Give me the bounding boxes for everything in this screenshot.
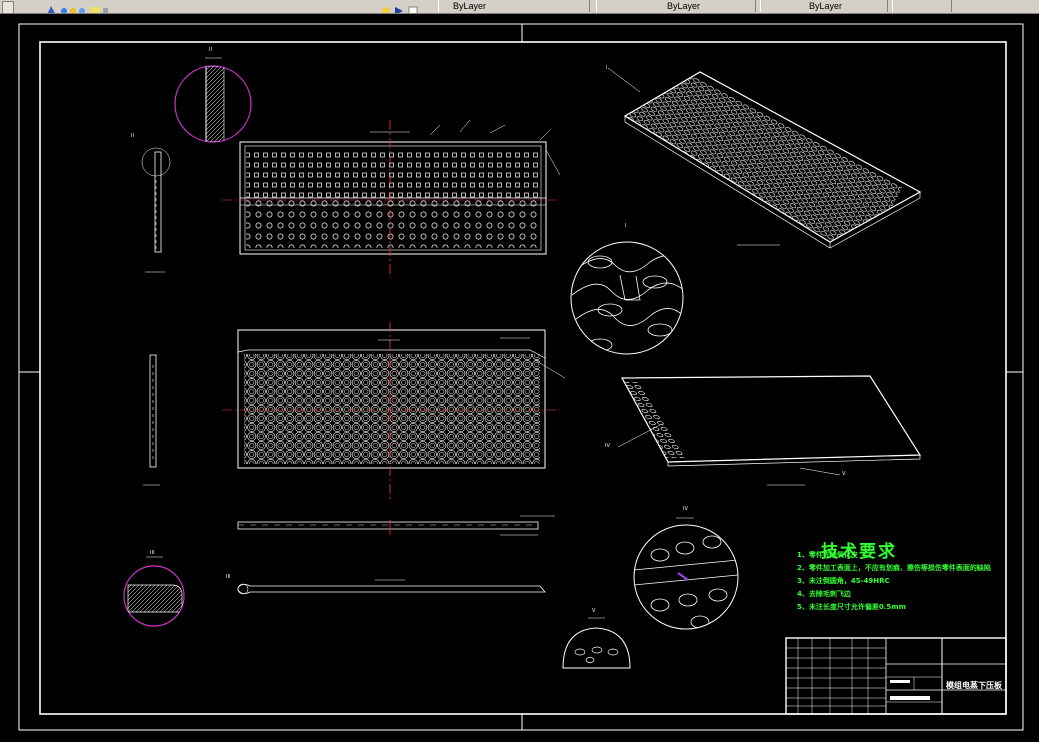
detail-II [174, 57, 252, 143]
view-label-IV-iso: IV [605, 443, 610, 449]
inner-border [39, 41, 1007, 715]
detail-V [562, 617, 631, 669]
linetype-control-dropdown[interactable]: ByLayer [596, 0, 756, 12]
side-view-strip-top [141, 147, 171, 273]
top-plan-view [222, 119, 561, 278]
view-label-I-detail: I [625, 223, 627, 229]
isometric-view-top [607, 67, 922, 249]
detail-IV [633, 517, 739, 630]
detail-I [570, 241, 684, 355]
layer-state-icon[interactable] [60, 1, 110, 13]
linetype-control-label: ByLayer [667, 1, 701, 11]
bottom-plan-view [222, 322, 566, 500]
lineweight-control-dropdown[interactable]: ByLayer [760, 0, 888, 12]
isometric-view-bottom [617, 375, 922, 486]
view-label-I: I [606, 65, 608, 71]
color-control-label: ByLayer [453, 1, 487, 11]
lineweight-control-label: ByLayer [809, 1, 843, 11]
color-control-dropdown[interactable]: ByLayer [438, 0, 590, 12]
cad-toolbar: ByLayer ByLayer ByLayer [0, 0, 1039, 14]
view-label-IV: IV [683, 506, 688, 512]
section-a-a [237, 579, 546, 595]
tech-requirements-title: 技术要求 [821, 542, 897, 562]
drawing-canvas[interactable]: II II I I III III IV IV V V 技术要求 1、零件去除氧… [0, 13, 1039, 738]
drawing-svg [18, 23, 1024, 731]
tech-requirement-2: 2、零件加工表面上，不应有划痕、擦伤等损伤零件表面的缺陷 [797, 564, 991, 572]
layer-icon[interactable] [2, 1, 14, 13]
tech-requirement-1: 1、零件去除氧化皮 [797, 551, 858, 559]
view-label-II: II [209, 47, 212, 53]
outer-border [18, 23, 1024, 731]
view-label-III: III [150, 550, 155, 556]
view-label-III-section: III [226, 574, 231, 580]
tech-requirement-3: 3、未注倒圆角，45-49HRC [797, 577, 890, 585]
view-label-II-strip: II [131, 133, 134, 139]
plotstyle-control-dropdown[interactable] [892, 0, 952, 12]
properties-icon[interactable] [46, 1, 57, 13]
layer-match-icon[interactable] [381, 1, 421, 13]
title-block-part-name: 模组电蒸下压板 [946, 681, 1002, 690]
view-label-V: V [592, 608, 596, 614]
side-view-strip-middle [143, 354, 160, 486]
tech-requirement-5: 5、未注长度尺寸允许偏差0.5mm [797, 603, 906, 611]
detail-III [123, 556, 185, 627]
side-section-view [237, 515, 555, 536]
view-label-V-iso: V [842, 471, 846, 477]
title-block [785, 637, 1007, 715]
tech-requirement-4: 4、去除毛刺飞边 [797, 590, 851, 598]
